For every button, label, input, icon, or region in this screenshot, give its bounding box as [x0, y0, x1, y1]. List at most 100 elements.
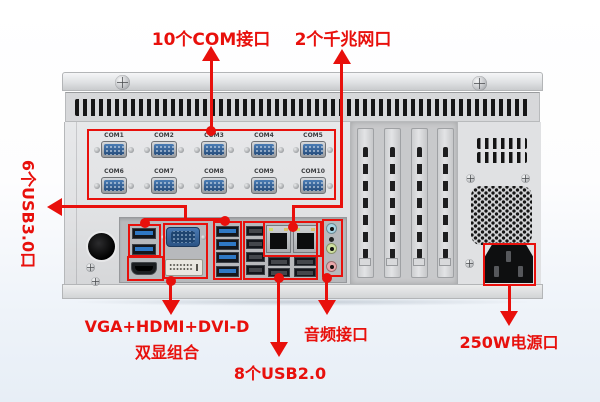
audio-jack-mic [326, 261, 337, 272]
audio-pinhole [329, 237, 334, 242]
power-pin-slot [518, 266, 523, 277]
com-port-db9 [94, 177, 134, 195]
slot-cover [357, 128, 374, 278]
usb3-port [216, 226, 239, 237]
vga-pins [171, 231, 195, 243]
label-power-port: 250W电源口 [459, 333, 559, 352]
dvi-port [165, 259, 203, 276]
usb3-port [216, 252, 239, 263]
lan-led-icon [311, 228, 315, 231]
hdmi-inner [135, 266, 153, 271]
label-lan-ports: 2个千兆网口 [294, 30, 392, 50]
usb2-port [246, 265, 265, 275]
arrow-down-icon [500, 311, 518, 326]
lan-port [266, 225, 291, 253]
slot-cover [411, 128, 428, 278]
highlight-box-audio [322, 219, 343, 277]
slot-latch [359, 258, 371, 266]
callout-dot-usb3-pair [140, 218, 150, 228]
highlight-box-hdmi [127, 256, 164, 281]
callout-line-lan-v2 [292, 205, 295, 227]
label-usb3-ports: 6个USB3.0口 [18, 159, 38, 269]
callout-line-lan-h [292, 205, 343, 208]
arrow-up-icon [333, 49, 351, 64]
com-port-db9 [244, 141, 284, 159]
highlight-box-usb3-quad [213, 221, 242, 280]
usb3-port [216, 239, 239, 250]
round-punch-hole [88, 233, 115, 260]
com-port-label: COM9 [254, 168, 274, 175]
screw-icon [201, 235, 206, 240]
psu-fan-grille [471, 186, 532, 245]
usb3-port [132, 244, 156, 255]
callout-dot-lan [288, 222, 298, 232]
highlight-box-usb3-pair [128, 224, 161, 257]
com-port-db9 [244, 177, 284, 195]
screw-icon [115, 75, 130, 90]
highlight-box-com [87, 129, 336, 200]
com-port-label: COM2 [154, 132, 174, 139]
com-port-db9 [194, 141, 234, 159]
label-audio-ports: 音频接口 [303, 325, 368, 344]
slot-cover [437, 128, 454, 278]
highlight-box-vga-dvi [163, 223, 208, 279]
dvi-pins [169, 263, 193, 272]
callout-line-audio [325, 278, 328, 300]
arrow-down-icon [162, 300, 180, 315]
com-port-db9 [293, 177, 333, 195]
chassis-bottom-flange [62, 284, 543, 299]
vga-port [166, 227, 200, 247]
highlight-box-power [483, 243, 536, 286]
chassis-shadow [70, 298, 535, 306]
com-port-db9 [194, 177, 234, 195]
slot-latch [439, 258, 451, 266]
screw-icon [86, 263, 95, 272]
chassis-top-flange [62, 72, 543, 91]
chassis-vent-strip [65, 92, 540, 122]
com-port-label: COM6 [104, 168, 124, 175]
label-display-line2: 双显组合 [134, 343, 199, 362]
callout-dot-usb3-quad [220, 216, 230, 226]
arrow-left-icon [47, 198, 62, 216]
usb2-port [246, 252, 265, 262]
callout-line-usb2 [277, 278, 280, 342]
slot-latch [413, 258, 425, 266]
psu-vent-row [477, 138, 527, 149]
usb2-port [294, 268, 316, 277]
arrow-down-icon [270, 342, 288, 357]
callout-line-usb3-h2 [144, 218, 227, 221]
label-display-line1: VGA+HDMI+DVI-D [84, 317, 250, 336]
lan-socket [270, 233, 287, 249]
label-com-ports: 10个COM接口 [151, 30, 271, 50]
lan-socket [297, 233, 314, 249]
arrow-down-icon [318, 300, 336, 315]
com-port-db9 [144, 141, 184, 159]
arrow-up-icon [202, 46, 220, 61]
power-pin-slot [506, 251, 511, 262]
com-port-db9 [94, 141, 134, 159]
usb2-port [268, 257, 290, 266]
power-inlet [485, 245, 533, 283]
dvi-blade [196, 264, 198, 271]
label-usb2-ports: 8个USB2.0 [233, 364, 327, 383]
lan-led-icon [284, 228, 288, 231]
psu-vent-row [477, 152, 527, 163]
screw-icon [521, 174, 530, 183]
screw-icon [472, 76, 487, 91]
panel-seam [350, 122, 351, 284]
com-port-label: COM5 [303, 132, 323, 139]
com-port-label: COM10 [301, 168, 325, 175]
psu-area [458, 122, 541, 284]
audio-jack-linein [326, 223, 337, 234]
com-port-db9 [144, 177, 184, 195]
com-port-label: COM4 [254, 132, 274, 139]
callout-line-usb3-h [60, 205, 187, 208]
lan-led-icon [269, 228, 273, 231]
screw-icon [465, 259, 474, 268]
com-port-label: COM8 [204, 168, 224, 175]
slot-latch [386, 258, 398, 266]
callout-line-lan-v [340, 62, 343, 208]
callout-line-usb3-v [184, 205, 187, 220]
